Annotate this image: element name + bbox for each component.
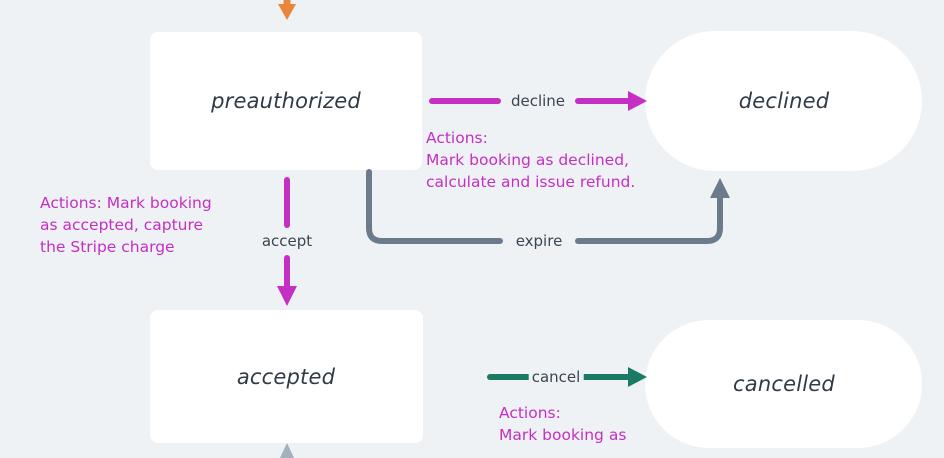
state-node-preauthorized[interactable] xyxy=(150,32,422,170)
edge-entry-arrow xyxy=(278,0,296,20)
state-label-declined: declined xyxy=(738,89,830,113)
state-label-preauthorized: preauthorized xyxy=(211,89,361,113)
state-label-accepted: accepted xyxy=(236,365,336,389)
action-note-decline: Actions: Mark booking as declined, calcu… xyxy=(426,129,636,191)
edge-label-accept: accept xyxy=(258,232,316,250)
state-node-declined[interactable] xyxy=(645,31,922,171)
action-note-accept: Actions: Mark booking as accepted, captu… xyxy=(40,194,212,256)
edge-expire xyxy=(366,169,730,244)
edge-decline xyxy=(429,91,647,111)
state-node-accepted[interactable] xyxy=(150,310,423,443)
state-node-cancelled[interactable] xyxy=(645,320,922,448)
edge-bottom-partial-arrow xyxy=(279,443,295,458)
action-note-cancel: Actions: Mark booking as xyxy=(499,404,627,444)
state-label-cancelled: cancelled xyxy=(733,372,835,396)
edge-accept xyxy=(277,177,297,306)
edge-label-cancel: cancel xyxy=(528,368,584,386)
edge-label-expire: expire xyxy=(512,232,566,250)
edge-label-decline: decline xyxy=(507,92,569,110)
